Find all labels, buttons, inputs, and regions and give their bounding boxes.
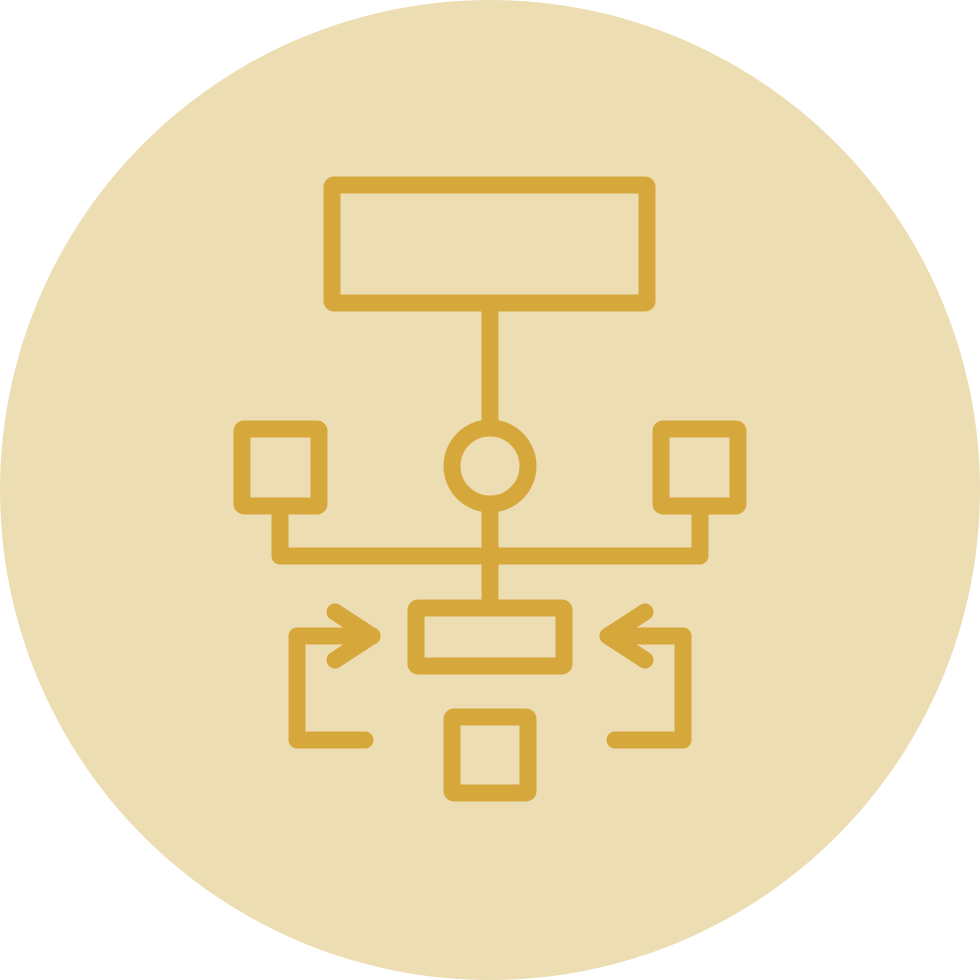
lower-process-box (407, 599, 573, 675)
left-arrowhead (326, 603, 381, 669)
right-loop-arrow-line (599, 627, 692, 749)
bottom-terminal-box (443, 708, 537, 802)
right-arrowhead (599, 603, 654, 669)
left-loop-arrow-line (288, 627, 381, 749)
branch-bus-line (271, 497, 709, 565)
